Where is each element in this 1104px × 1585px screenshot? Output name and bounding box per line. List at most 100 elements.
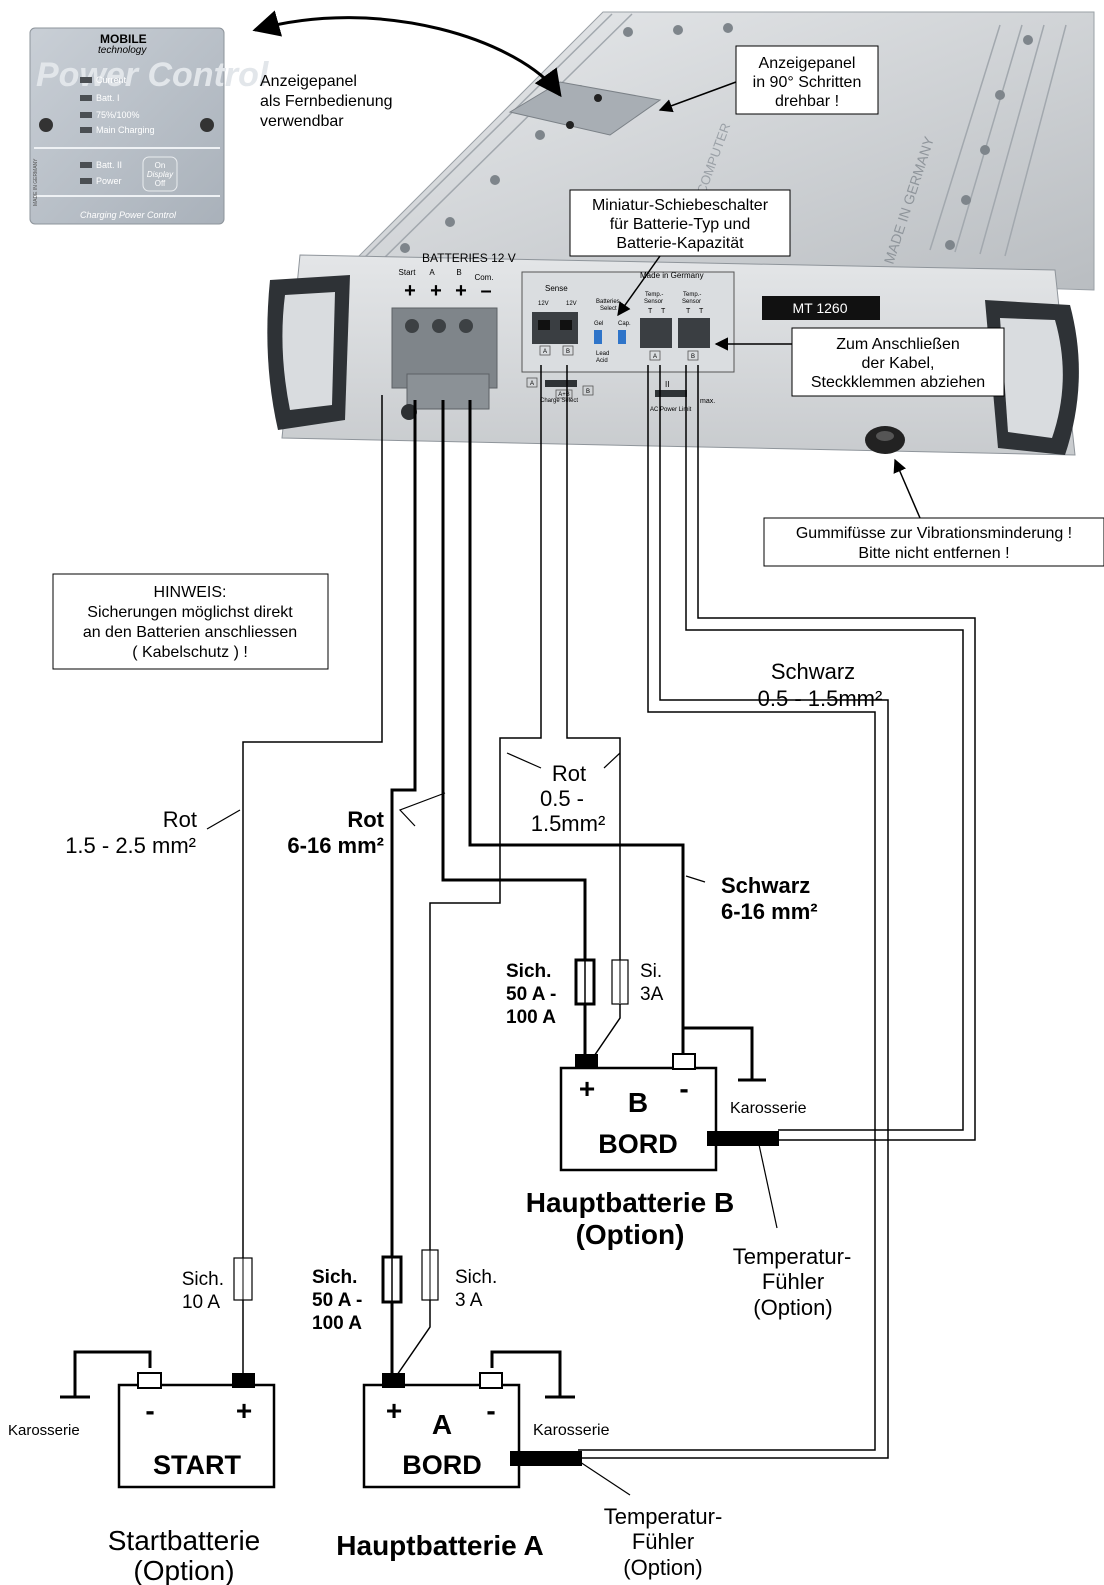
callout-line: Anzeigepanel bbox=[260, 73, 357, 90]
callout-line: Batterie-Kapazität bbox=[616, 235, 744, 252]
wire-label: 6-16 mm² bbox=[721, 899, 818, 924]
battery-terminal-minus bbox=[479, 1372, 503, 1389]
battery-terminal-plus bbox=[382, 1373, 405, 1388]
wire-ground-start bbox=[73, 1350, 152, 1397]
fuse-label: Sich. bbox=[182, 1269, 224, 1290]
remote-display-panel: MOBILE technology Power Control Current … bbox=[29, 27, 270, 225]
battery-minus-sign: - bbox=[486, 1395, 495, 1426]
fuse-label: 50 A - bbox=[312, 1290, 362, 1311]
callout-line: für Batterie-Typ und bbox=[610, 216, 751, 233]
wire-sense-a bbox=[396, 1300, 431, 1376]
battery-b: + - B BORD bbox=[559, 1053, 779, 1172]
callout-line: verwendbar bbox=[260, 113, 344, 130]
led-indicator bbox=[80, 162, 92, 168]
panel-side-text: MADE IN GERMANY bbox=[33, 158, 39, 206]
max-label: max. bbox=[700, 398, 715, 405]
battery-plus-sign: + bbox=[236, 1395, 252, 1426]
battery-b-caption: (Option) bbox=[576, 1219, 685, 1250]
ac-power-limit-switch bbox=[655, 390, 687, 397]
wire-label: Schwarz bbox=[771, 659, 855, 684]
wire-label: Rot bbox=[552, 761, 586, 786]
ac-power-limit-label: AC Power Limit bbox=[650, 407, 692, 413]
sense-voltage: 12V bbox=[538, 301, 549, 307]
wire-sense-a bbox=[429, 365, 542, 1250]
port-letter: B bbox=[566, 349, 570, 355]
sensor-pin: T bbox=[699, 308, 704, 315]
wire-label: 0.5 - 1.5mm² bbox=[758, 686, 883, 711]
led-indicator bbox=[80, 95, 92, 101]
battery-terminal-plus bbox=[575, 1054, 598, 1069]
switch-label: Display bbox=[147, 170, 174, 179]
sense-voltage: 12V bbox=[566, 301, 577, 307]
wire-label: 1.5mm² bbox=[531, 811, 606, 836]
callout-line: Zum Anschließen bbox=[836, 336, 960, 353]
led-label: 75%/100% bbox=[96, 110, 140, 120]
terminal-sign: – bbox=[480, 280, 491, 302]
temp-sensor-b bbox=[707, 1131, 779, 1146]
callout-line: Anzeigepanel bbox=[759, 55, 856, 72]
temp-sensor-a bbox=[510, 1451, 582, 1466]
roman-two: II bbox=[665, 380, 669, 389]
annotation-connect: Zum Anschließen der Kabel, Steckklemmen … bbox=[791, 327, 1005, 397]
battery-start-caption: (Option) bbox=[133, 1555, 234, 1585]
ground-label: Karosserie bbox=[730, 1100, 807, 1117]
port-letter: A bbox=[543, 349, 547, 355]
temp-sensor-caption-b: Temperatur- Fühler (Option) bbox=[733, 1244, 852, 1320]
battery-a: + - A BORD bbox=[362, 1372, 582, 1489]
wire-sense-b bbox=[566, 365, 621, 960]
terminal-label: Start bbox=[399, 268, 417, 277]
led-label: Batt. II bbox=[96, 160, 122, 170]
temp-caption-line: Temperatur- bbox=[604, 1504, 723, 1529]
callout-line: HINWEIS: bbox=[154, 584, 227, 601]
battery-letter: A bbox=[432, 1409, 452, 1440]
callout-line: in 90° Schritten bbox=[753, 74, 862, 91]
sense-label: Sense bbox=[545, 284, 568, 293]
battery-type-slide-switch bbox=[594, 330, 602, 344]
port-letter: B bbox=[586, 389, 590, 395]
annotation-panel-remote: Anzeigepanel als Fernbedienung verwendba… bbox=[260, 73, 393, 130]
wire-labels: Schwarz 0.5 - 1.5mm² Rot 0.5 - 1.5mm² Ro… bbox=[65, 659, 882, 924]
batteries-select-label: Batteries bbox=[596, 299, 620, 305]
model-name: MT 1260 bbox=[793, 300, 848, 316]
sensor-pin: T bbox=[661, 308, 666, 315]
callout-line: Miniatur-Schiebeschalter bbox=[592, 197, 769, 214]
led-label: Main Charging bbox=[96, 125, 155, 135]
battery-letter: B bbox=[628, 1087, 648, 1118]
model-badge bbox=[762, 296, 880, 320]
fuse-label: Sich. bbox=[312, 1267, 357, 1288]
wire-label: 6-16 mm² bbox=[287, 833, 384, 858]
annotation-hinweis: HINWEIS: Sicherungen möglichst direkt an… bbox=[52, 573, 329, 670]
battery-plus-sign: + bbox=[386, 1395, 402, 1426]
select-option: Acid bbox=[596, 358, 608, 364]
wire-label: Rot bbox=[163, 807, 197, 832]
ground-label: Karosserie bbox=[8, 1422, 80, 1439]
terminal-sign: + bbox=[455, 280, 467, 302]
battery-terminal-minus bbox=[672, 1053, 696, 1070]
wire-label: Schwarz bbox=[721, 873, 810, 898]
battery-label: BORD bbox=[598, 1129, 678, 1159]
battery-capacity-slide-switch bbox=[618, 330, 626, 344]
wire-main-b bbox=[441, 400, 587, 960]
terminal-label: Com. bbox=[474, 273, 493, 282]
select-option: Gel bbox=[594, 321, 603, 327]
made-in-label: Made in Germany bbox=[640, 271, 704, 280]
fuse-label: Sich. bbox=[506, 961, 551, 982]
battery-terminal-block bbox=[391, 307, 498, 420]
batteries-select-label: Select bbox=[600, 306, 617, 312]
wire-temp-b bbox=[685, 365, 964, 1131]
terminal-label: B bbox=[456, 268, 461, 277]
annotation-switches: Miniatur-Schiebeschalter für Batterie-Ty… bbox=[569, 189, 791, 257]
led-indicator bbox=[80, 127, 92, 133]
fuse-labels: Sich. 50 A - 100 A Si. 3A Sich. 10 A Sic… bbox=[182, 961, 664, 1334]
fuse-label: 3 A bbox=[455, 1290, 483, 1311]
terminal-sign: + bbox=[404, 280, 416, 302]
charge-select-switch bbox=[545, 380, 577, 387]
callout-line: drehbar ! bbox=[775, 93, 839, 110]
led-label: Batt. I bbox=[96, 93, 120, 103]
switch-label: On bbox=[155, 161, 166, 170]
led-indicator bbox=[80, 77, 92, 83]
wire-label: 1.5 - 2.5 mm² bbox=[65, 833, 196, 858]
panel-move-arrow bbox=[252, 10, 562, 98]
wire-ground-b bbox=[681, 1026, 754, 1080]
